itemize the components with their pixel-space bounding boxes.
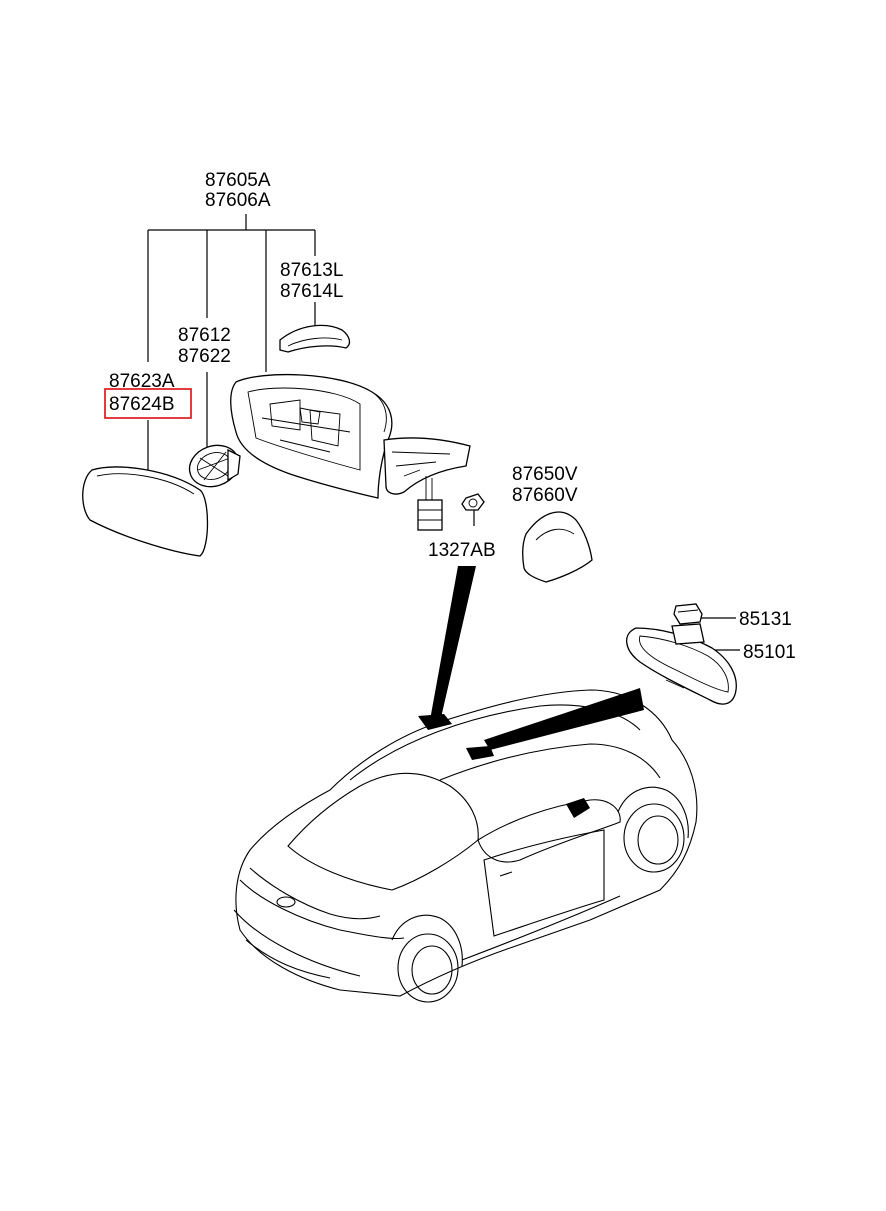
highlight-box	[104, 388, 192, 419]
part-labels: 87605A 87606A 87613L 87614L 87612 87622 …	[109, 170, 796, 663]
inside-mirror-bracket	[673, 603, 703, 625]
mirror-actuator	[188, 444, 241, 488]
label-glass-2: 87624B	[109, 394, 175, 415]
label-outer-assy-1: 87605A	[205, 170, 271, 191]
car-illustration	[233, 689, 698, 1003]
label-glass-1: 87623A	[109, 371, 175, 392]
label-actuator-2: 87622	[178, 346, 231, 367]
label-inside-bracket: 85131	[739, 609, 792, 630]
mirror-housing	[230, 373, 471, 531]
screw-nut	[461, 493, 485, 511]
mirror-glass	[82, 466, 209, 557]
pointer-wedges	[430, 566, 644, 750]
mirror-cover	[279, 324, 351, 353]
mirror-cap	[522, 511, 593, 583]
inside-mirror	[626, 623, 737, 705]
label-cover-2: 87614L	[280, 281, 343, 302]
label-cover-1: 87613L	[280, 260, 343, 281]
label-outer-assy-2: 87606A	[205, 190, 271, 211]
label-cap-1: 87650V	[512, 464, 578, 485]
label-actuator-1: 87612	[178, 325, 231, 346]
label-cap-2: 87660V	[512, 485, 578, 506]
label-screw: 1327AB	[428, 540, 496, 561]
label-inside-mirror: 85101	[743, 642, 796, 663]
